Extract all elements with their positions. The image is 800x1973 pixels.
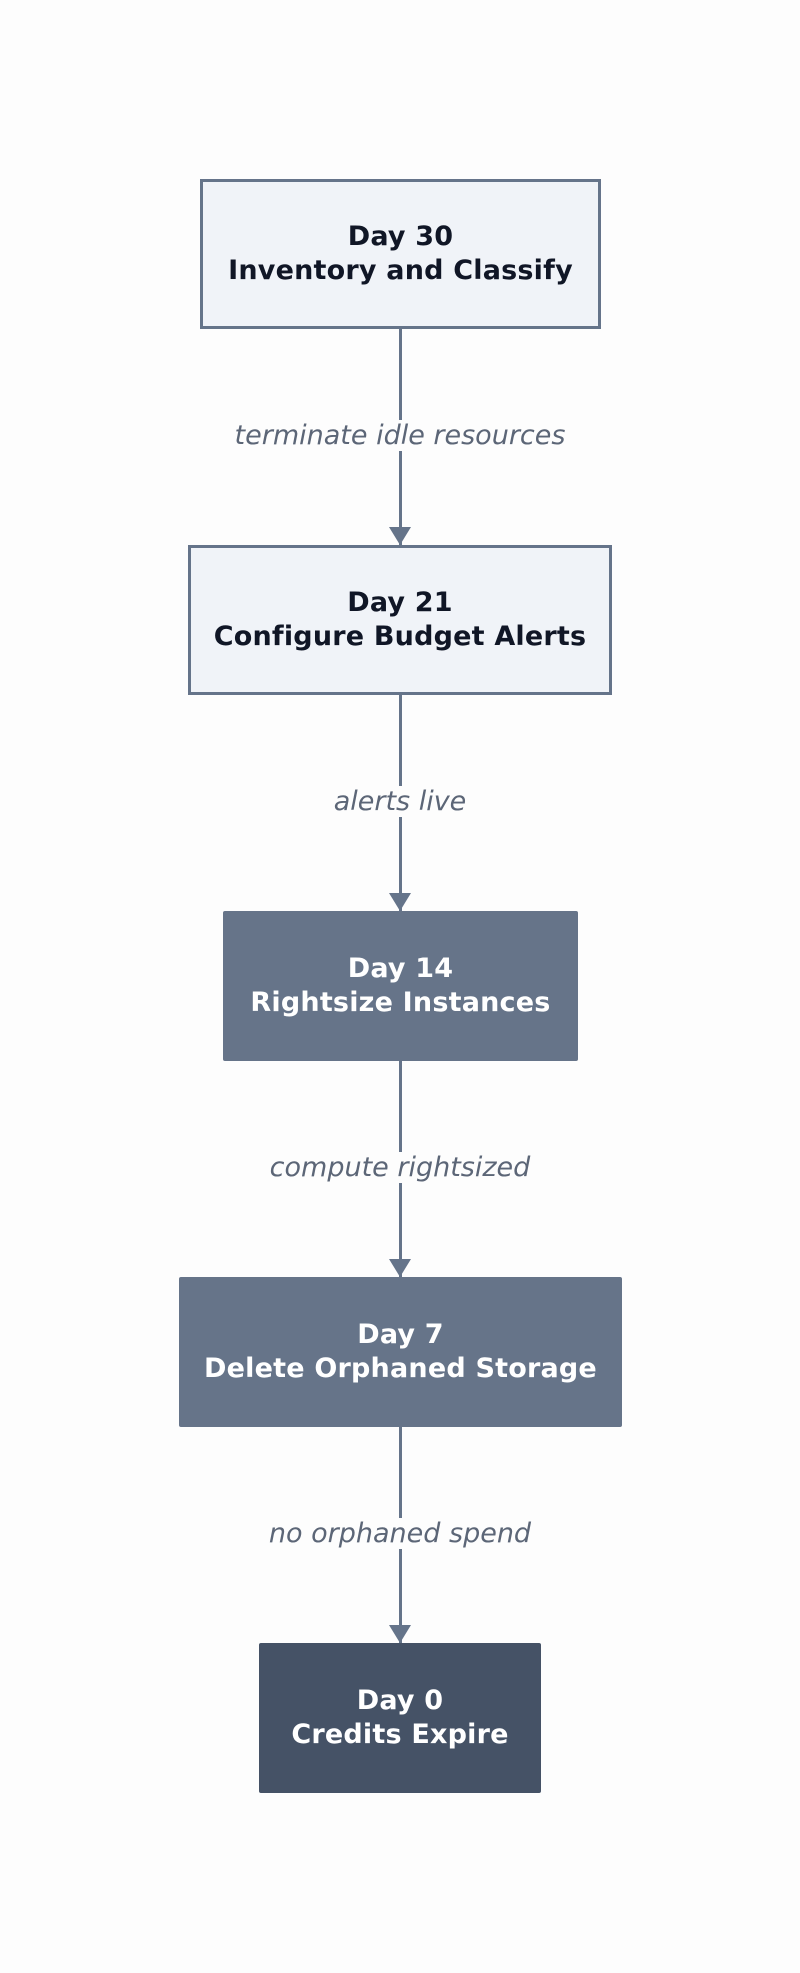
step-title: Inventory and Classify <box>228 255 573 286</box>
step-title: Configure Budget Alerts <box>213 621 587 652</box>
arrow-down-icon <box>389 1625 411 1643</box>
step-node-day-30: Day 30 Inventory and Classify <box>200 179 601 329</box>
step-day-label: Day 0 <box>356 1685 444 1716</box>
step-title: Credits Expire <box>291 1719 509 1750</box>
edge-label: terminate idle resources <box>200 416 600 456</box>
step-title: Delete Orphaned Storage <box>204 1353 597 1384</box>
arrow-down-icon <box>389 527 411 545</box>
step-title: Rightsize Instances <box>250 987 551 1018</box>
step-day-label: Day 21 <box>347 587 453 618</box>
step-day-label: Day 30 <box>347 221 454 252</box>
arrow-down-icon <box>389 1259 411 1277</box>
edge-label: alerts live <box>200 782 600 822</box>
step-day-label: Day 7 <box>357 1319 444 1350</box>
step-node-day-14: Day 14 Rightsize Instances <box>223 911 578 1061</box>
step-node-day-7: Day 7 Delete Orphaned Storage <box>179 1277 622 1427</box>
edge-label: no orphaned spend <box>200 1514 600 1554</box>
step-node-day-21: Day 21 Configure Budget Alerts <box>188 545 612 695</box>
step-node-day-0: Day 0 Credits Expire <box>259 1643 541 1793</box>
step-day-label: Day 14 <box>347 953 454 984</box>
arrow-down-icon <box>389 893 411 911</box>
edge-label: compute rightsized <box>200 1148 600 1188</box>
